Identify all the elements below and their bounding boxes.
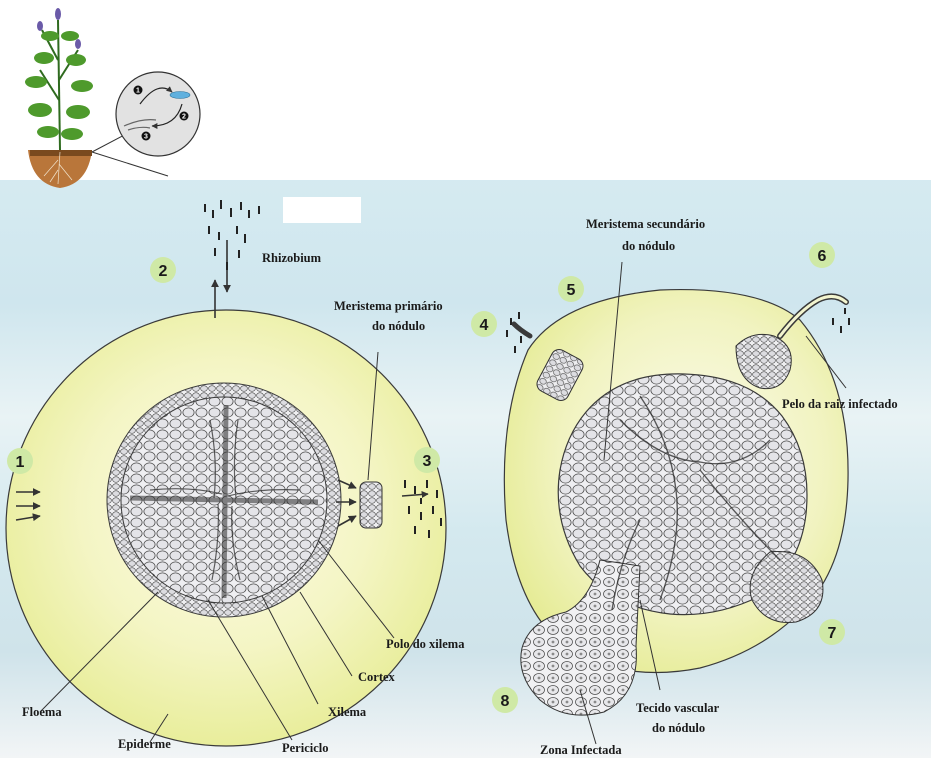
label-polo-xilema: Polo do xilema [386, 637, 465, 651]
label-tecido-vascular: Tecido vascular [636, 701, 720, 715]
svg-text:3: 3 [423, 453, 432, 470]
meristema-primario [360, 482, 382, 528]
label-meristema-primario-2: do nódulo [372, 319, 425, 333]
label-meristema-secundario-2: do nódulo [622, 239, 675, 253]
svg-text:8: 8 [501, 693, 510, 710]
label-tecido-vascular-2: do nódulo [652, 721, 705, 735]
svg-text:2: 2 [182, 114, 186, 121]
svg-text:3: 3 [144, 134, 148, 141]
label-rhizobium: Rhizobium [262, 251, 322, 265]
svg-text:2: 2 [159, 263, 168, 280]
label-meristema-secundario: Meristema secundário [586, 217, 705, 231]
svg-text:1: 1 [136, 88, 140, 95]
svg-text:4: 4 [480, 317, 489, 334]
label-xilema: Xilema [328, 705, 367, 719]
label-meristema-primario: Meristema primário [334, 299, 443, 313]
label-cortex: Cortex [358, 670, 396, 684]
svg-text:5: 5 [567, 282, 576, 299]
label-epiderme: Epiderme [118, 737, 171, 751]
svg-text:6: 6 [818, 248, 827, 265]
label-pelo-raiz: Pelo da raiz infectado [782, 397, 898, 411]
svg-text:1: 1 [16, 454, 25, 471]
label-periciclo: Periciclo [282, 741, 329, 755]
svg-text:7: 7 [828, 625, 837, 642]
label-zona-infectada: Zona Infectada [540, 743, 622, 757]
label-floema: Floema [22, 705, 62, 719]
